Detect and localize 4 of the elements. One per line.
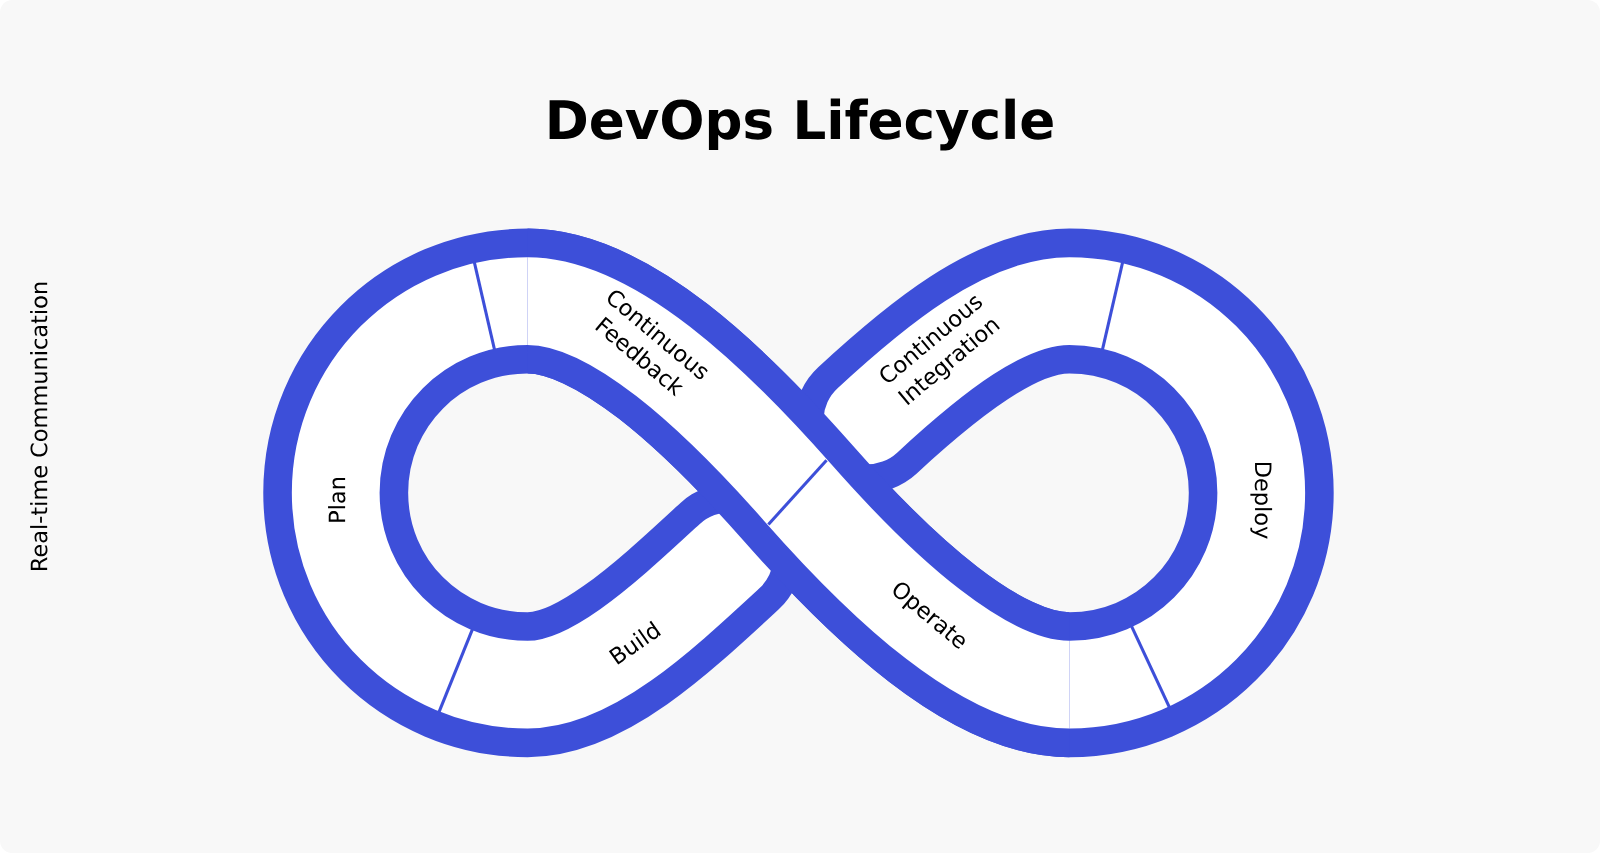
segment-label: Deploy (1250, 462, 1273, 539)
segment-label: Plan (328, 478, 346, 522)
side-label: Real-time Communication (30, 282, 48, 570)
title: DevOps Lifecycle (549, 98, 1053, 151)
